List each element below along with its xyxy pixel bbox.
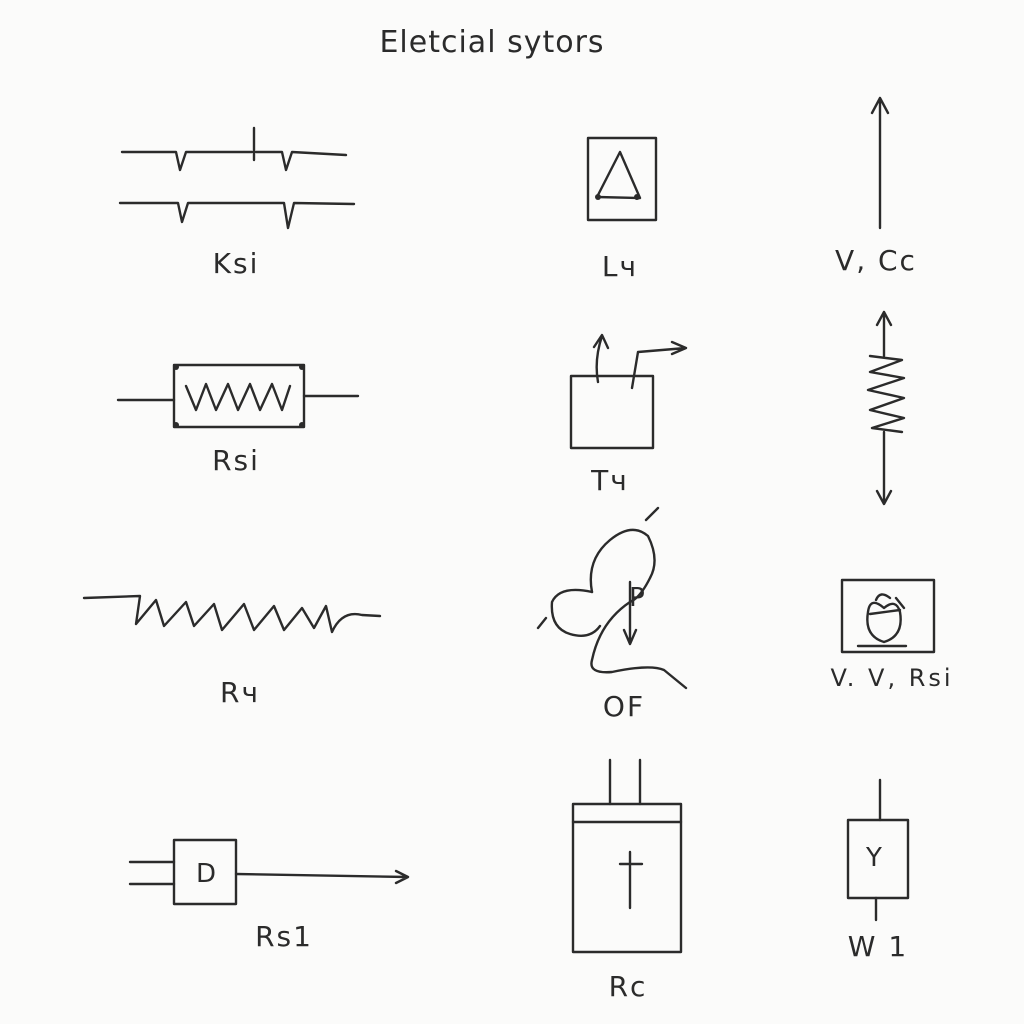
w1-box-glyph: Y [865, 843, 882, 873]
w1-box [846, 818, 910, 900]
symbol-rc: Rc [571, 758, 683, 1003]
ksi-top-wire [120, 126, 348, 172]
symbol-ksi: Ksi [118, 126, 356, 280]
l-triangle-icon [595, 150, 642, 200]
t-box [569, 374, 655, 450]
symbol-w1: Y W 1 [846, 778, 910, 963]
label-ksi: Ksi [213, 247, 260, 280]
ksi-bottom-wire [118, 201, 356, 230]
rc-terminals [608, 758, 642, 806]
rs1-buffer-glyph: D [196, 859, 216, 889]
vr-arrow-up-icon [875, 310, 893, 358]
symbol-rsi: Rsi [116, 363, 360, 477]
vr-zigzag [866, 354, 906, 434]
label-rsi: Rsi [212, 444, 260, 477]
rsi-node [299, 422, 305, 428]
symbol-vvrsi: V. V, Rsi [830, 578, 953, 692]
apple-icon [856, 593, 908, 648]
rsi-zigzag [184, 382, 292, 412]
of-tick [536, 506, 660, 630]
symbol-l: Lч [586, 136, 658, 283]
rc-body [571, 802, 683, 954]
label-r: Rч [220, 676, 260, 709]
symbol-vertical-resistor [866, 310, 906, 506]
label-vvrsi: V. V, Rsi [830, 664, 953, 692]
symbol-t: Tч [569, 333, 688, 497]
label-of: OF [603, 690, 645, 723]
t-arrow-up-icon [592, 333, 610, 384]
rs1-box [172, 838, 238, 906]
vvrsi-box [840, 578, 936, 654]
rs1-output-arrow-icon [234, 869, 410, 885]
rsi-node [173, 422, 179, 428]
rc-cross-icon [618, 850, 644, 910]
r-zigzag [82, 594, 382, 634]
symbol-vcc: V, Cc [835, 96, 917, 277]
label-t: Tч [590, 464, 629, 497]
symbol-r: Rч [82, 594, 382, 709]
of-blob-lobe [550, 588, 602, 637]
rsi-node [173, 364, 179, 370]
label-l: Lч [602, 250, 638, 283]
rsi-body [172, 363, 306, 429]
vr-arrow-down-icon [875, 430, 893, 506]
rs1-input-wires [128, 860, 176, 886]
of-blob-glyph: P [629, 583, 645, 613]
l-node [634, 194, 640, 200]
label-w1: W 1 [848, 930, 908, 963]
l-node [595, 194, 601, 200]
rsi-node [299, 364, 305, 370]
vcc-arrow-icon [870, 96, 890, 230]
label-rs1: Rs1 [255, 920, 313, 953]
symbol-rs1: D Rs1 [128, 838, 410, 953]
label-rc: Rc [609, 970, 648, 1003]
label-vcc: V, Cc [835, 244, 917, 277]
of-arrow-down-icon [622, 580, 638, 646]
symbol-of: P OF [536, 506, 688, 723]
of-blob [589, 528, 688, 690]
t-arrow-right-icon [630, 340, 688, 390]
l-box [586, 136, 658, 222]
diagram-title: Eletcial sytors [379, 25, 604, 60]
